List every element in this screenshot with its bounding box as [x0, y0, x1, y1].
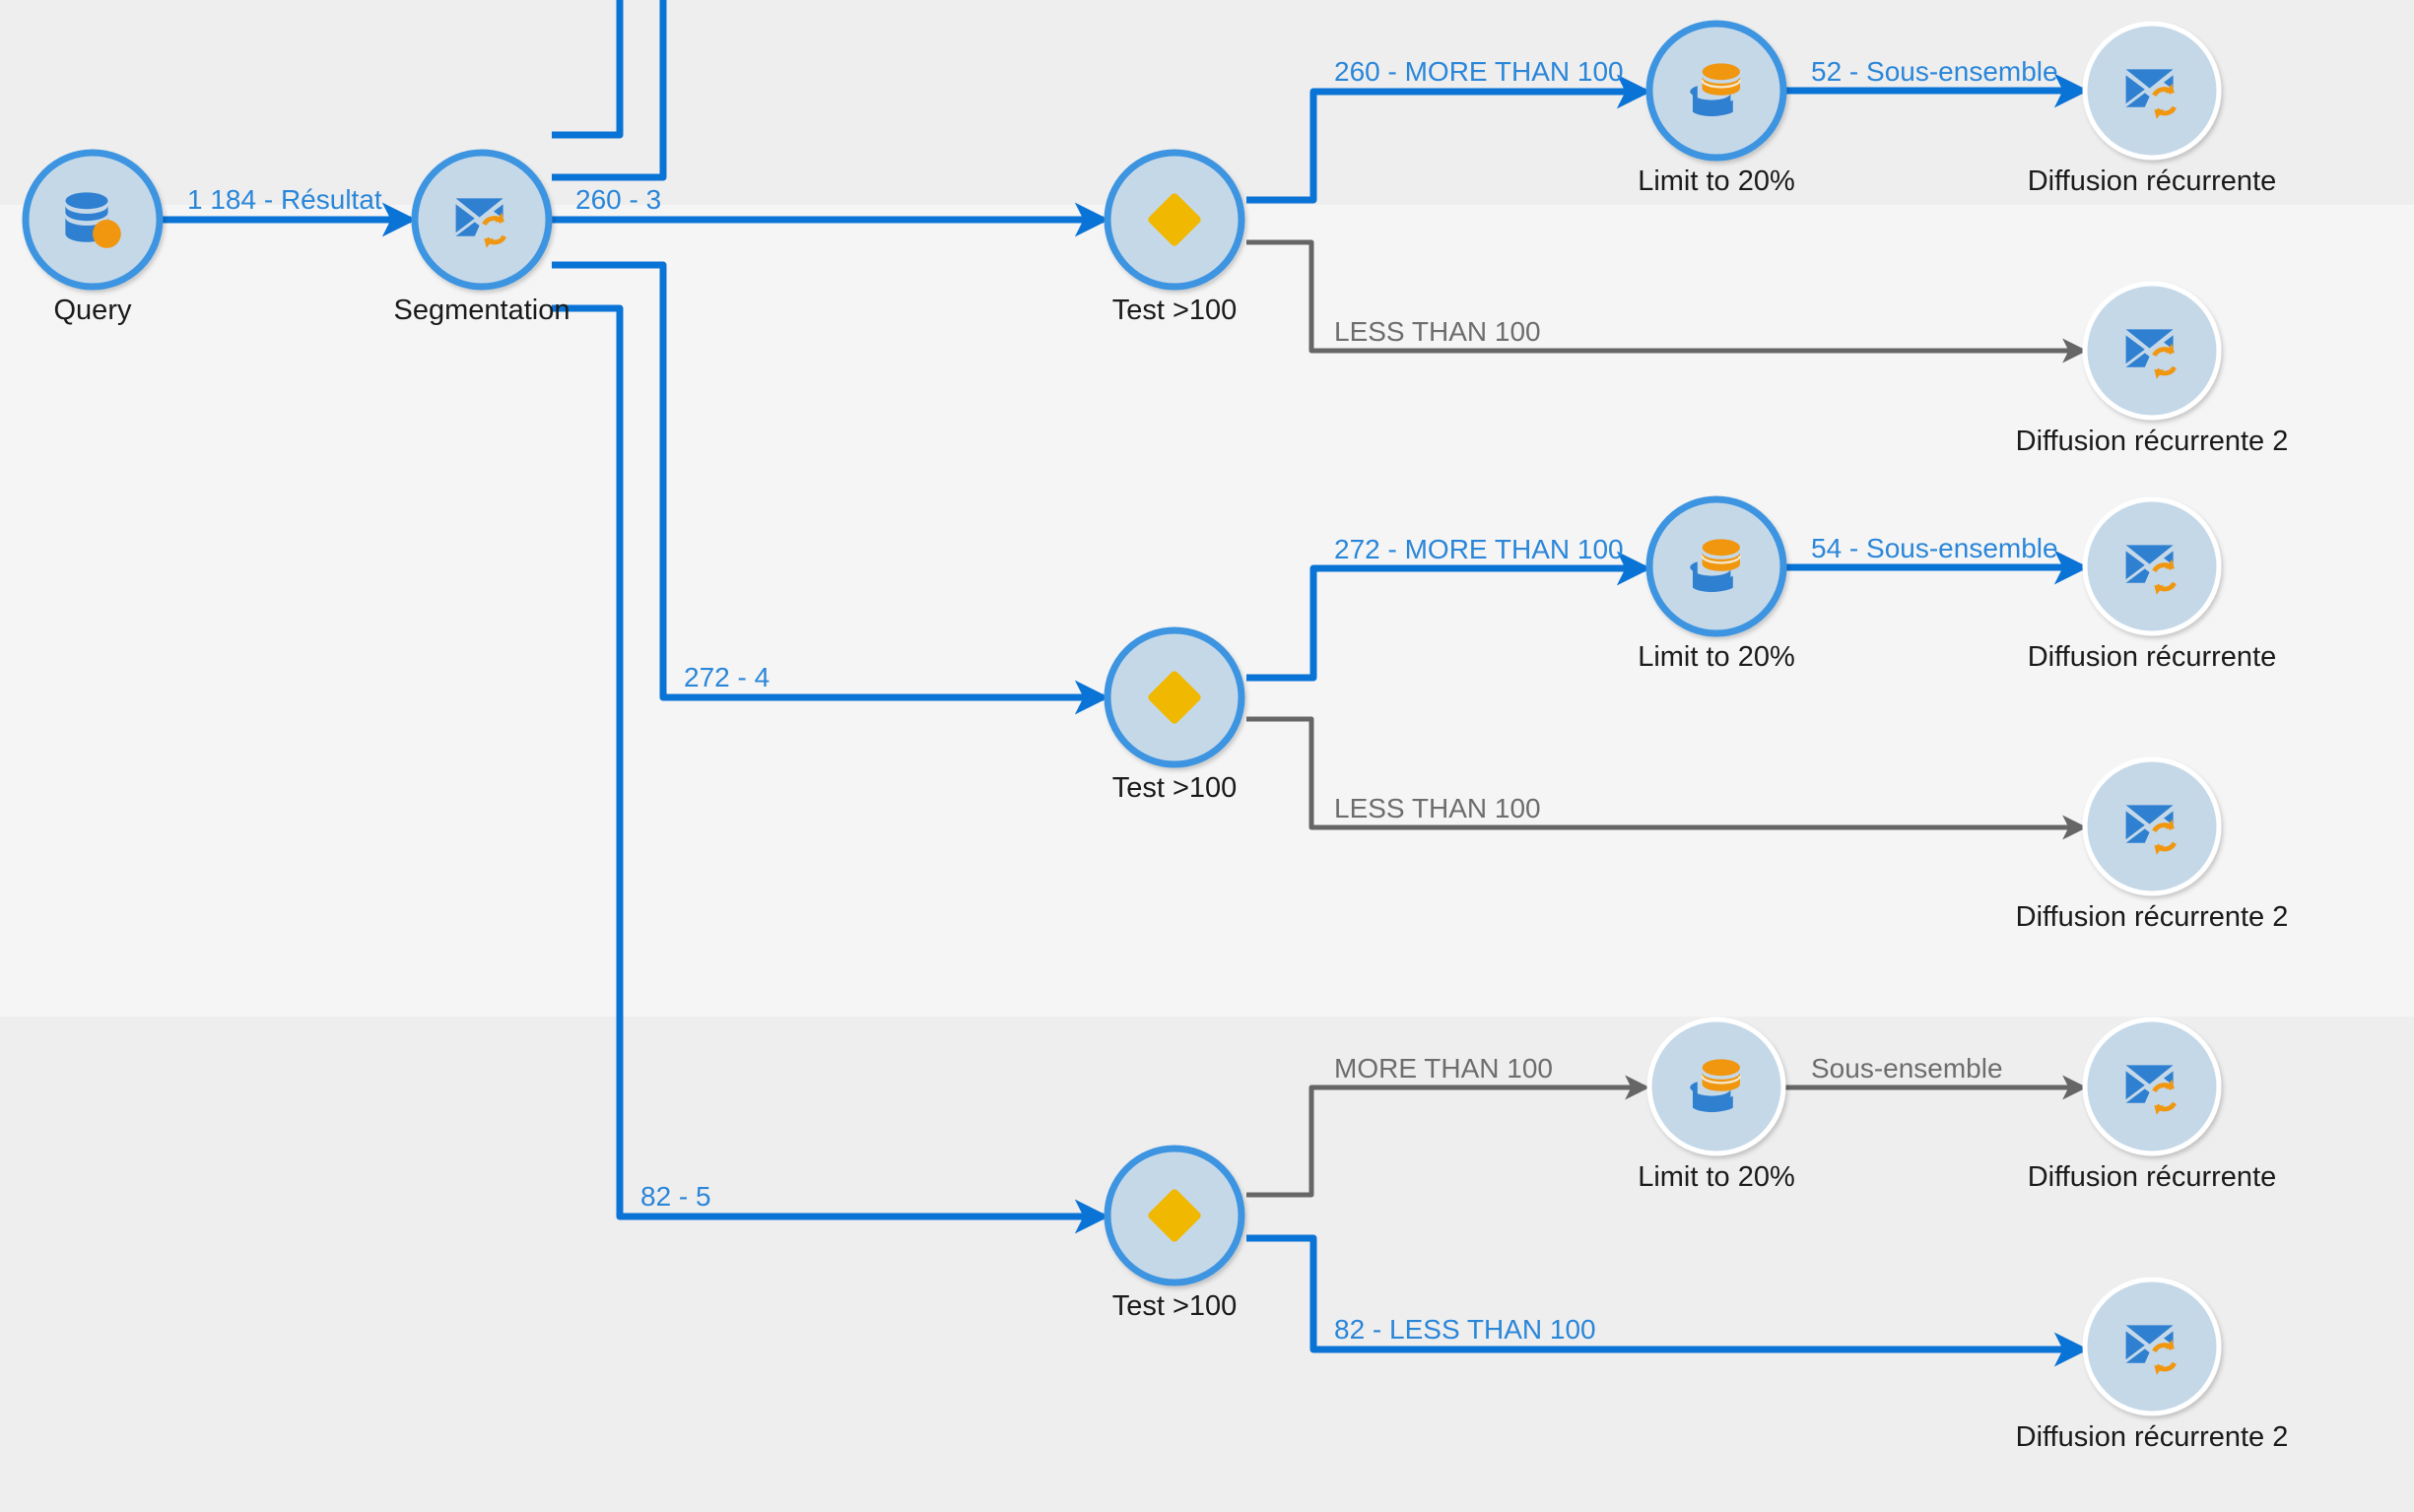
transition-wire[interactable] [1246, 74, 1651, 204]
activity-label: Limit to 20% [1638, 1161, 1795, 1193]
transition-label: 82 - 5 [640, 1181, 711, 1212]
activity-diff5[interactable]: Diffusion récurrente [2028, 1017, 2277, 1193]
transition-query-seg[interactable]: 1 184 - Résultat [161, 184, 417, 237]
activity-limit3[interactable]: Limit to 20% [1638, 1017, 1795, 1193]
activity-label: Segmentation [394, 295, 570, 326]
transition-wire[interactable] [1246, 239, 2088, 363]
activity-label: Test >100 [1112, 772, 1238, 804]
edges-layer: 1 184 - Résultat 260 - 3 272 - 4 82 - 5 260 … [161, 0, 2089, 1367]
test-diamond-icon [1148, 671, 1201, 724]
transition-wire[interactable] [552, 0, 624, 139]
transition-seg-up2[interactable] [552, 0, 667, 181]
transition-limit1-diff1[interactable]: 52 - Sous-ensemble [1785, 56, 2089, 108]
activity-circle[interactable] [2082, 1277, 2222, 1416]
test-diamond-icon [1148, 1189, 1201, 1242]
transition-seg-test2[interactable]: 272 - 4 [552, 261, 1109, 715]
transition-label: LESS THAN 100 [1334, 793, 1541, 823]
transition-seg-test3[interactable]: 82 - 5 [552, 304, 1109, 1234]
activity-circle[interactable] [2082, 21, 2222, 161]
activity-diff3[interactable]: Diffusion récurrente [2028, 496, 2277, 673]
activity-test2[interactable]: Test >100 [1104, 626, 1245, 804]
transition-label: LESS THAN 100 [1334, 316, 1541, 347]
transition-label: 54 - Sous-ensemble [1811, 533, 2058, 563]
activity-label: Diffusion récurrente 2 [2016, 1421, 2289, 1453]
activity-diff6[interactable]: Diffusion récurrente 2 [2016, 1277, 2289, 1453]
transition-limit3-diff5[interactable]: Sous-ensemble [1785, 1053, 2088, 1100]
activity-circle[interactable] [2082, 281, 2222, 421]
activity-circle[interactable] [2082, 756, 2222, 896]
activity-test1[interactable]: Test >100 [1104, 149, 1245, 326]
transition-wire[interactable] [552, 261, 1109, 715]
activity-diff2[interactable]: Diffusion récurrente 2 [2016, 281, 2289, 457]
test-diamond-icon [1148, 193, 1201, 246]
activity-label: Test >100 [1112, 1290, 1238, 1322]
transition-wire[interactable] [1246, 1234, 2089, 1367]
activity-diff1[interactable]: Diffusion récurrente [2028, 21, 2277, 197]
transition-wire[interactable] [1246, 551, 1651, 682]
activity-label: Query [54, 295, 132, 326]
transition-test1-diff2[interactable]: LESS THAN 100 [1246, 239, 2088, 363]
transition-label: 260 - MORE THAN 100 [1334, 56, 1624, 87]
activity-segmentation[interactable]: Segmentation [394, 149, 570, 326]
transition-limit2-diff3[interactable]: 54 - Sous-ensemble [1785, 533, 2089, 585]
activity-query[interactable]: Query [22, 149, 164, 326]
transition-test3-diff6[interactable]: 82 - LESS THAN 100 [1246, 1234, 2089, 1367]
transition-label: MORE THAN 100 [1334, 1053, 1553, 1084]
activity-circle[interactable] [2082, 1017, 2222, 1156]
activity-circle[interactable] [411, 149, 553, 291]
transition-label: 272 - 4 [684, 662, 770, 692]
transition-label: 52 - Sous-ensemble [1811, 56, 2058, 87]
transition-test2-diff4[interactable]: LESS THAN 100 [1246, 716, 2088, 840]
transition-wire[interactable] [552, 0, 667, 181]
activity-diff4[interactable]: Diffusion récurrente 2 [2016, 756, 2289, 933]
activity-limit1[interactable]: Limit to 20% [1638, 20, 1795, 197]
canvas-band-middle [0, 205, 2414, 1017]
activity-test3[interactable]: Test >100 [1104, 1145, 1245, 1322]
transition-test1-limit1[interactable]: 260 - MORE THAN 100 [1246, 56, 1651, 204]
transition-seg-up1[interactable] [552, 0, 624, 139]
activity-label: Diffusion récurrente [2028, 641, 2277, 673]
activity-label: Test >100 [1112, 295, 1238, 326]
transition-wire[interactable] [552, 304, 1109, 1234]
transition-label: Sous-ensemble [1811, 1053, 2003, 1084]
transition-wire[interactable] [1246, 1075, 1650, 1198]
activity-label: Diffusion récurrente [2028, 1161, 2277, 1193]
transition-label: 1 184 - Résultat [187, 184, 382, 215]
transition-label: 260 - 3 [575, 184, 661, 215]
transition-test2-limit2[interactable]: 272 - MORE THAN 100 [1246, 534, 1651, 682]
activity-circle[interactable] [2082, 496, 2222, 636]
transition-label: 272 - MORE THAN 100 [1334, 534, 1624, 564]
activity-label: Diffusion récurrente 2 [2016, 426, 2289, 457]
activity-limit2[interactable]: Limit to 20% [1638, 495, 1795, 673]
activity-label: Diffusion récurrente [2028, 165, 2277, 197]
activity-label: Limit to 20% [1638, 641, 1795, 673]
transition-test3-limit3[interactable]: MORE THAN 100 [1246, 1053, 1650, 1198]
transition-wire[interactable] [1246, 716, 2088, 840]
activity-label: Limit to 20% [1638, 165, 1795, 197]
transition-seg-test1[interactable]: 260 - 3 [550, 184, 1109, 237]
activity-label: Diffusion récurrente 2 [2016, 901, 2289, 933]
transition-label: 82 - LESS THAN 100 [1334, 1314, 1596, 1345]
